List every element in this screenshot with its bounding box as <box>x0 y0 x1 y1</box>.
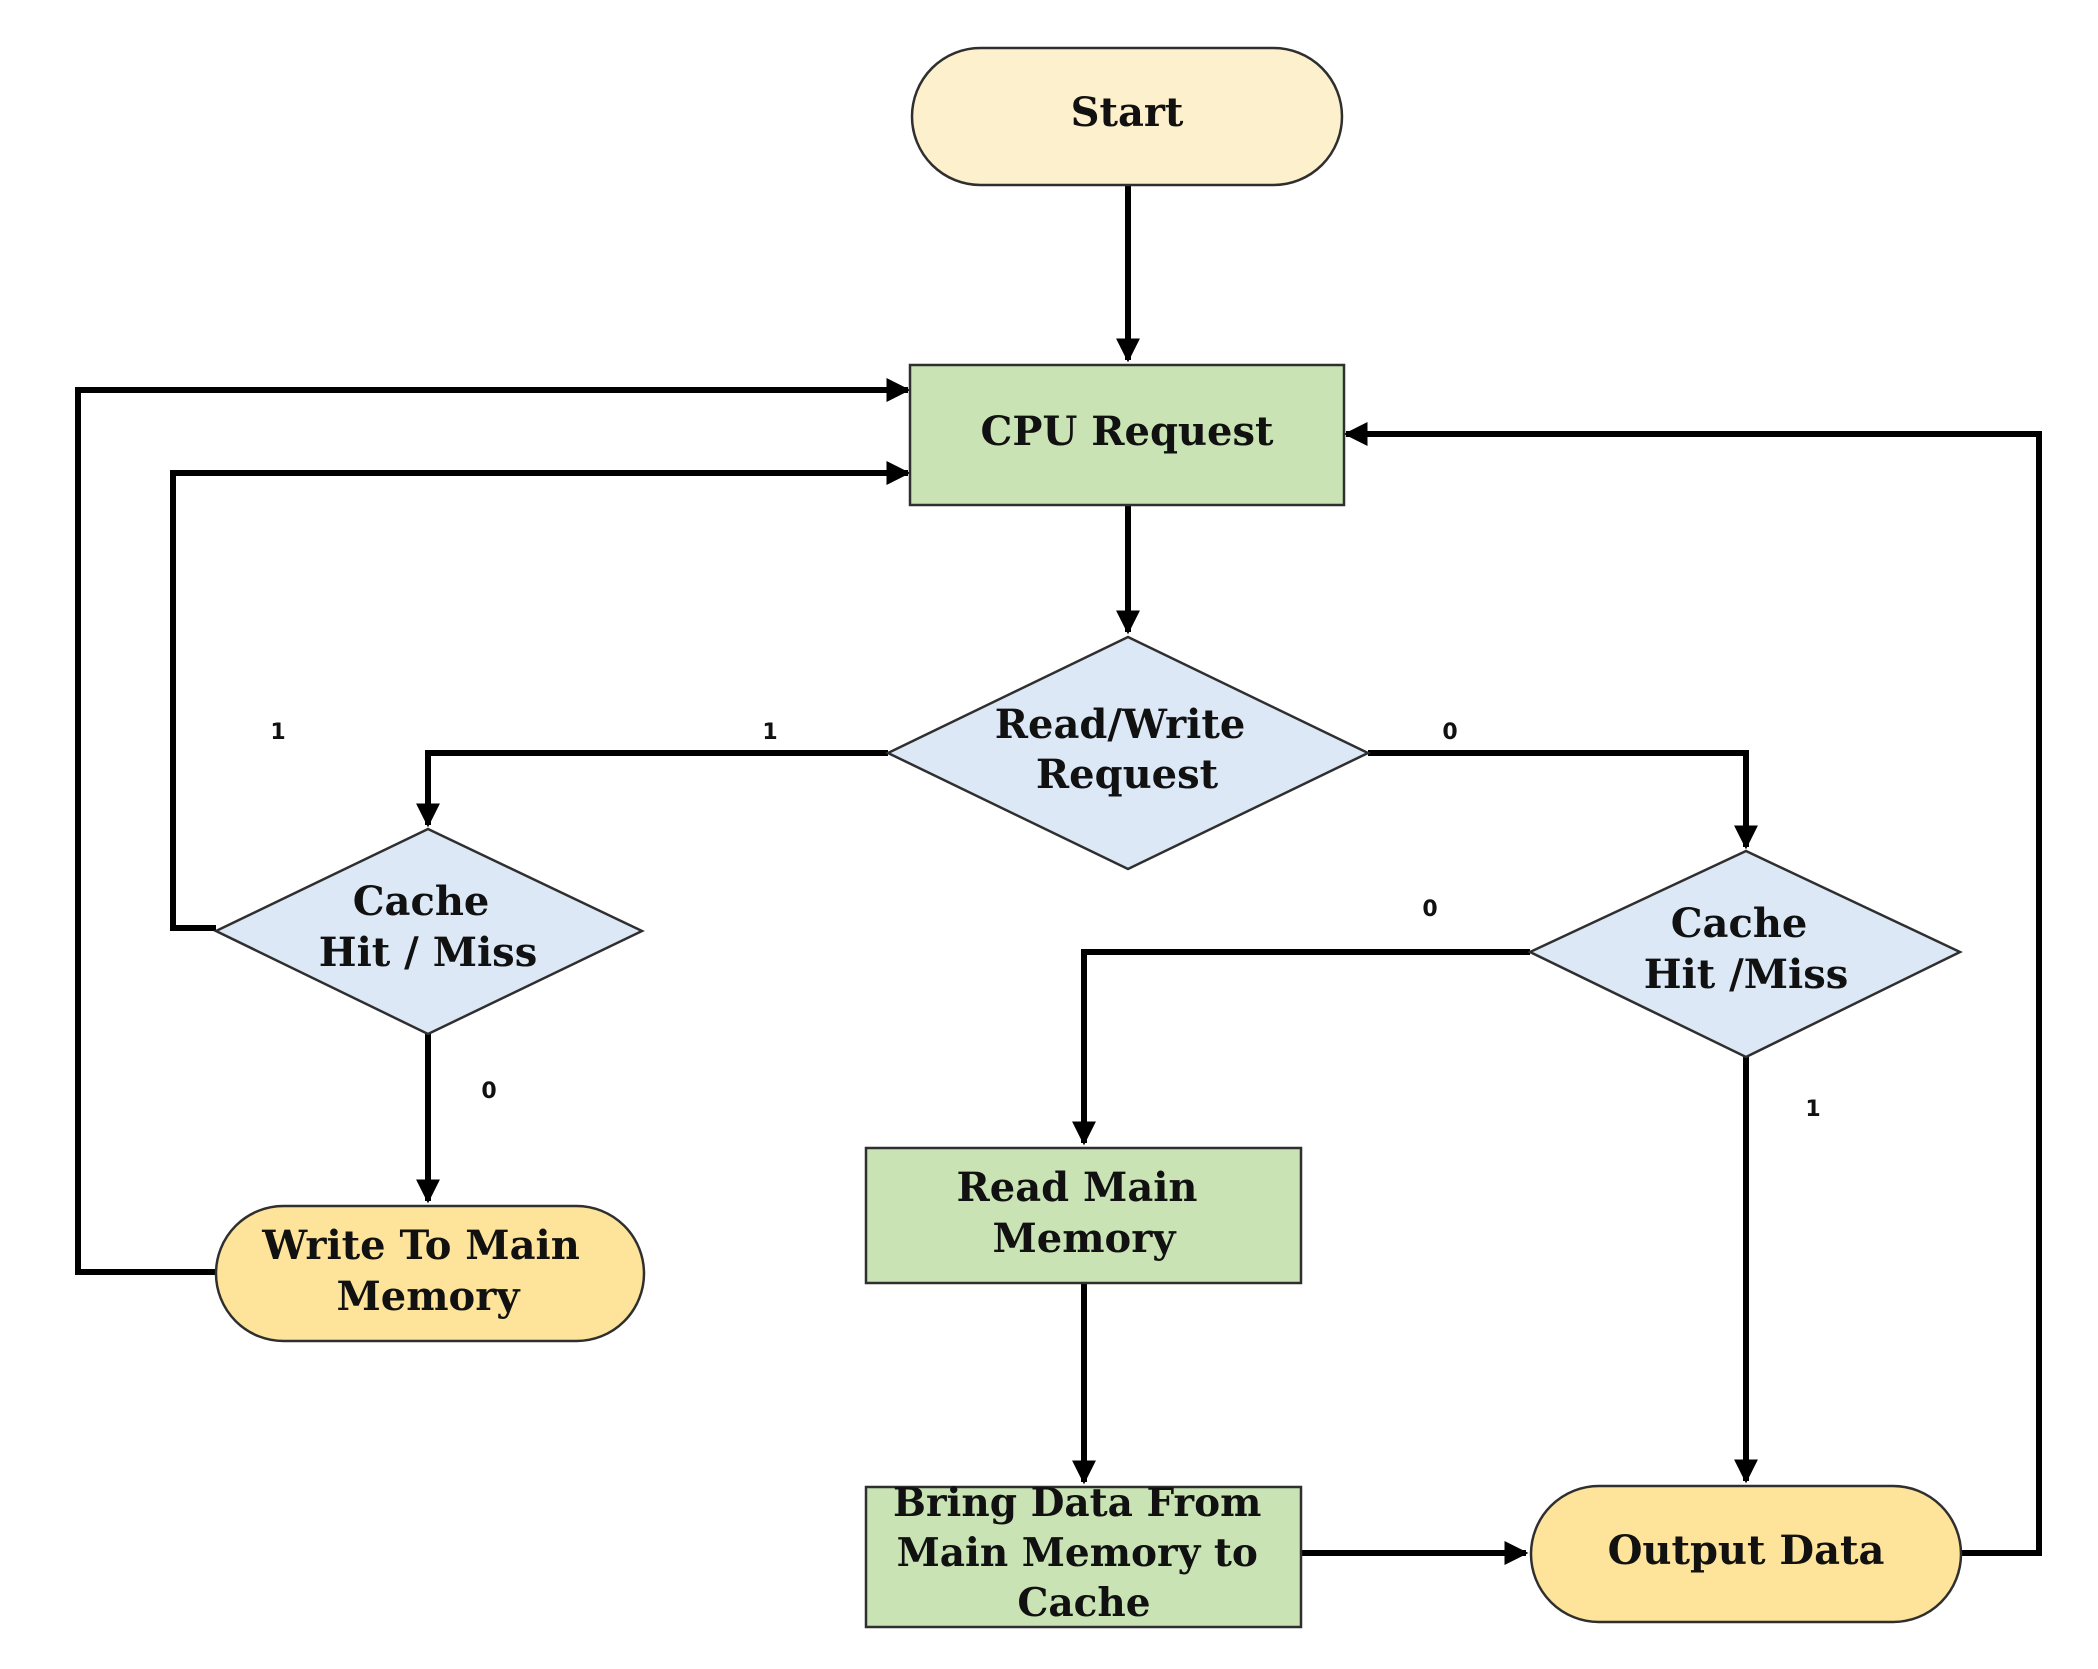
edge-left-cache-hit-to-cpu <box>170 461 911 931</box>
read-main-memory-label: Read Main Memory <box>957 1164 1212 1262</box>
read-write-decision-label: Read/Write Request <box>995 701 1259 798</box>
edge-label-right-hit: 1 <box>1805 1097 1820 1122</box>
output-data-node: Output Data <box>1529 1484 1963 1624</box>
edge-label-left-miss: 0 <box>481 1079 496 1104</box>
start-label: Start <box>1071 89 1184 136</box>
edge-readwrite-to-left-cache <box>416 750 888 828</box>
start-node: Start <box>910 46 1344 187</box>
cpu-request-node: CPU Request <box>908 363 1346 507</box>
read-main-memory-shape <box>864 1146 1303 1285</box>
start-shape <box>910 46 1344 187</box>
edge-label-right-miss: 0 <box>1422 897 1437 922</box>
right-cache-decision-shape <box>1527 849 1963 1059</box>
edge-output-to-cpu <box>1343 422 2042 1556</box>
edge-labels: 1 0 1 0 0 1 <box>270 720 1820 1122</box>
right-cache-decision-label: Cache Hit /Miss <box>1644 900 1849 998</box>
left-cache-decision-label: Cache Hit / Miss <box>319 878 537 976</box>
nodes: Start CPU Request Read/Write Request Cac… <box>213 46 1963 1629</box>
bring-data-shape <box>864 1485 1303 1629</box>
left-cache-decision-shape <box>213 827 645 1036</box>
read-write-decision-shape <box>885 635 1371 871</box>
write-to-main-memory-shape <box>214 1204 646 1343</box>
right-cache-decision-node: Cache Hit /Miss <box>1527 849 1963 1059</box>
write-to-main-memory-node: Write To Main Memory <box>214 1204 646 1343</box>
cpu-request-label: CPU Request <box>981 408 1274 455</box>
edge-label-read-branch: 0 <box>1442 720 1457 745</box>
edges <box>75 185 2042 1565</box>
write-to-main-memory-label: Write To Main Memory <box>261 1222 593 1320</box>
edge-readwrite-to-right-cache <box>1368 750 1758 850</box>
output-data-label: Output Data <box>1608 1527 1885 1574</box>
edge-label-write-branch: 1 <box>762 720 777 745</box>
bring-data-label: Bring Data From Main Memory to Cache <box>893 1480 1275 1626</box>
cpu-request-shape <box>908 363 1346 507</box>
output-data-shape <box>1529 1484 1963 1624</box>
left-cache-decision-node: Cache Hit / Miss <box>213 827 645 1036</box>
edge-label-left-hit: 1 <box>270 720 285 745</box>
edge-right-cache-miss-to-read-main <box>1072 949 1530 1146</box>
read-main-memory-node: Read Main Memory <box>864 1146 1303 1285</box>
read-write-decision-node: Read/Write Request <box>885 635 1371 871</box>
edge-write-to-cpu <box>75 378 911 1275</box>
bring-data-node: Bring Data From Main Memory to Cache <box>864 1480 1303 1629</box>
